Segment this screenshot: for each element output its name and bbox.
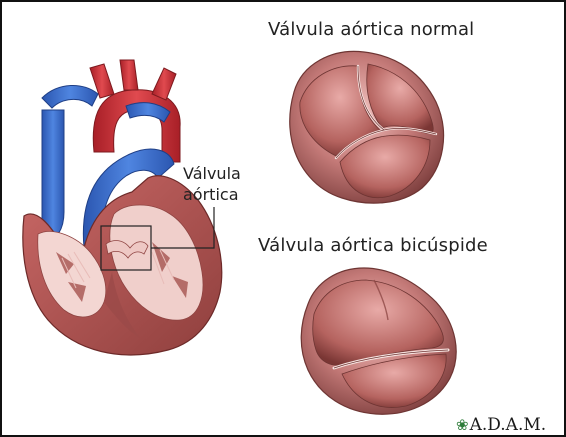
arch-branch-2 <box>120 60 138 90</box>
heart-cross-section <box>23 60 222 355</box>
aortic-valve-callout-label: Válvula aórtica <box>183 163 241 205</box>
adam-logo: ❀A.D.A.M. <box>456 415 546 437</box>
pulmonary-artery <box>42 85 98 108</box>
normal-valve-label: Válvula aórtica normal <box>268 19 474 40</box>
arch-branch-3 <box>152 68 176 100</box>
leaf-icon: ❀ <box>456 416 469 434</box>
bicuspid-valve-label: Válvula aórtica bicúspide <box>258 235 488 256</box>
callout-line-2: aórtica <box>183 184 241 205</box>
normal-valve-illustration <box>290 51 444 203</box>
callout-line-1: Válvula <box>183 163 241 184</box>
bicuspid-valve-illustration <box>301 268 456 414</box>
logo-text: A.D.A.M. <box>470 415 547 435</box>
